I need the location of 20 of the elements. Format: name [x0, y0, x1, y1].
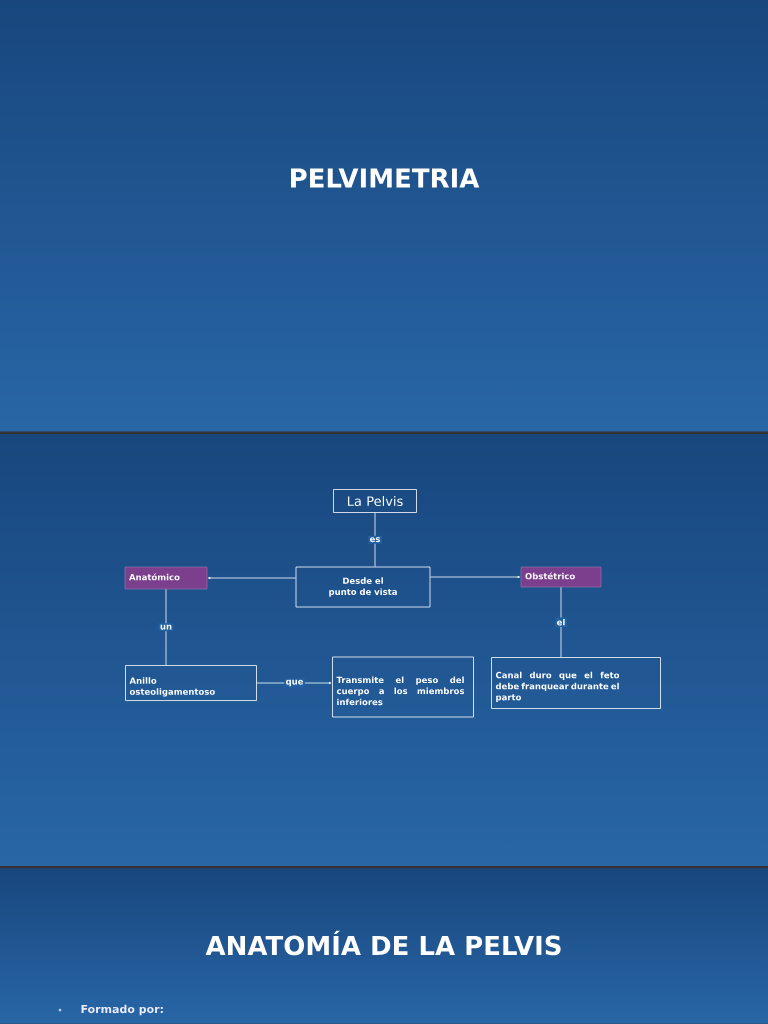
edge-label: el	[555, 617, 567, 627]
edge-label: que	[284, 678, 305, 688]
edge-label: un	[158, 623, 174, 632]
connector	[374, 512, 376, 567]
edge-label: es	[368, 535, 382, 544]
concept-box: Anillo osteoligamentoso	[125, 665, 257, 701]
slide-title: ANATOMÍA DE LA PELVIS	[205, 930, 561, 956]
connector	[165, 588, 167, 666]
connector	[430, 575, 521, 579]
bullet-text: Formado por:	[81, 1004, 163, 1016]
connector	[207, 576, 296, 580]
connector	[560, 586, 562, 658]
category-box: Anatómico	[124, 566, 208, 590]
title: PELVIMETRIA	[291, 168, 480, 188]
concept-box: Transmite el peso del cuerpo a los miembros inferiores	[332, 656, 474, 718]
concept-box: Desde el punto de vista	[295, 566, 431, 608]
concept-box: Canal duro que el feto debe franquear durante el parto	[491, 657, 661, 709]
connector	[256, 681, 332, 685]
concept-box: La Pelvis	[333, 489, 417, 513]
category-box: Obstétrico	[520, 566, 602, 588]
